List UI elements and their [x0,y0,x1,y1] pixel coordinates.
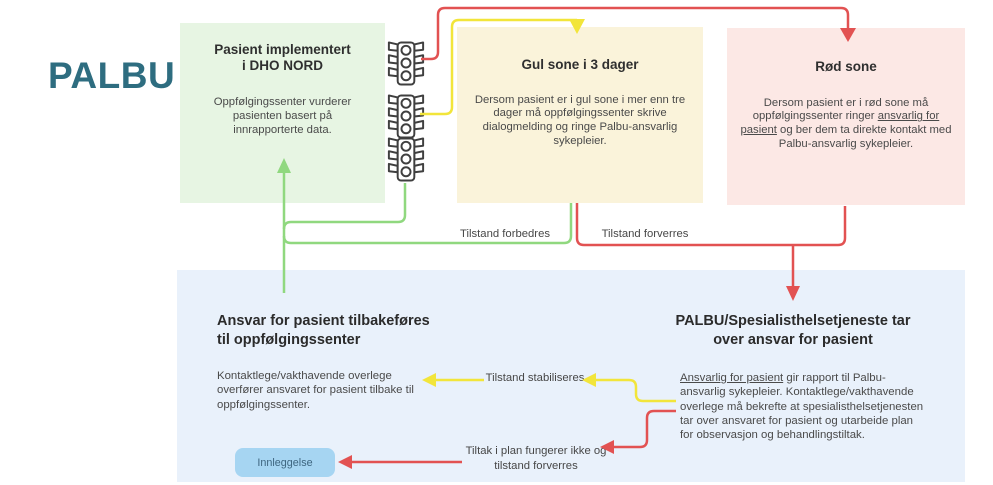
transfer-back-heading-line1: Ansvar for pasient tilbakeføres [217,313,430,329]
yellow-light-on [400,110,412,122]
green-light-on [400,166,412,178]
traffic-light-yellow-icon [387,94,425,139]
transfer-back-heading-line2: til oppfølgingssenter [217,331,361,348]
takeover-heading: PALBU/Spesialisthelsetjeneste tar over a… [668,312,918,349]
label-plan-fails: Tiltak i plan fungerer ikke og tilstand … [465,445,607,472]
takeover-body: Ansvarlig for pasient gir rapport til Pa… [680,371,925,442]
takeover-heading-line2: over ansvar for pasient [713,331,873,348]
red-zone-heading: Rød sone [815,59,877,74]
takeover-heading-line1: PALBU/Spesialisthelsetjeneste tar [675,313,911,329]
bottom-panel [177,270,965,482]
green-zone-heading: Pasient implementert i DHO NORD [180,42,385,73]
red-zone-body: Dersom pasient er i rød sone må oppfølgi… [734,97,958,152]
yellow-zone-box: Gul sone i 3 dager Dersom pasient er i g… [457,27,703,203]
traffic-light-red-icon [387,41,425,86]
label-condition-stabilizes: Tilstand stabiliseres [485,372,585,384]
label-condition-worsens: Tilstand forverres [601,228,689,240]
red-light-on [400,44,412,56]
red-zone-box: Rød sone Dersom pasient er i rød sone må… [727,28,965,205]
transfer-back-heading: Ansvar for pasient tilbakeføres til oppf… [217,312,457,349]
takeover-body-text: gir rapport til Palbu-ansvarlig sykeplei… [680,372,924,442]
responsible-for-patient-link[interactable]: ansvarlig for pasient [740,110,940,137]
page-title: PALBU [48,55,176,96]
admission-button[interactable]: Innleggelse [235,448,335,477]
green-zone-box: Pasient implementert i DHO NORD Oppfølgi… [180,23,385,203]
red-zone-body-text: Dersom pasient er i rød sone må oppfølgi… [752,96,929,123]
traffic-light-green-icon [387,137,425,182]
responsible-for-patient-link-2[interactable]: Ansvarlig for pasient [680,372,784,384]
red-zone-body-text-end: og ber dem ta direkte kontakt med Palbu-… [776,124,952,150]
green-zone-heading-line2: i DHO NORD [242,57,323,73]
transfer-back-body: Kontaktlege/vakthavende overlege overfør… [217,370,414,411]
yellow-zone-heading: Gul sone i 3 dager [521,57,639,72]
label-condition-improves: Tilstand forbedres [460,228,550,240]
yellow-zone-body: Dersom pasient er i gul sone i mer enn t… [474,93,686,147]
green-zone-body: Oppfølgingssenter vurderer pasienten bas… [213,96,352,136]
green-zone-heading-line1: Pasient implementert [214,42,351,57]
